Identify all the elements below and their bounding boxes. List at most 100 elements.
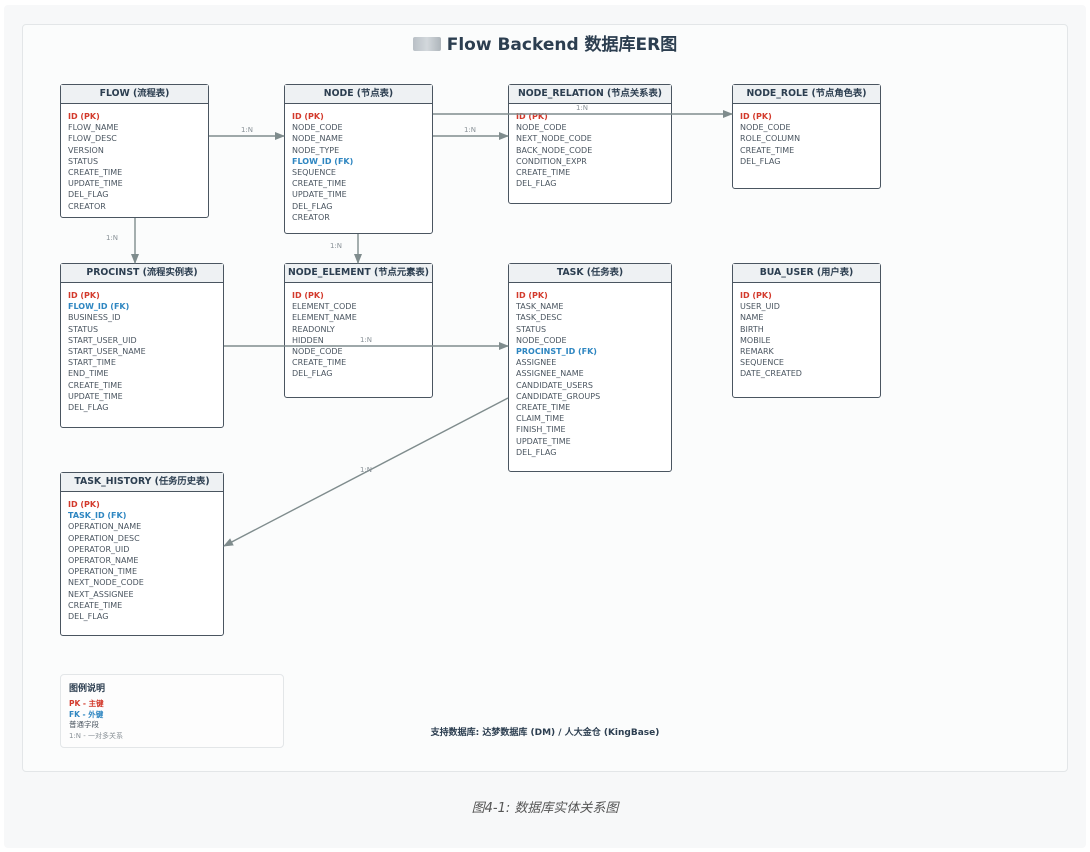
entity-field: DEL_FLAG <box>292 201 333 211</box>
entity-field: STATUS <box>68 324 99 334</box>
legend-relation: 1:N - 一对多关系 <box>69 731 124 740</box>
primary-key-field: ID (PK) <box>292 291 324 300</box>
entity-field: NEXT_NODE_CODE <box>516 134 592 144</box>
entity-field: CREATE_TIME <box>516 168 571 178</box>
entity-field: READONLY <box>292 324 335 334</box>
entity-field: CREATE_TIME <box>516 403 571 413</box>
entity-title: NODE (节点表) <box>285 85 432 104</box>
entity-field: NODE_NAME <box>292 134 343 144</box>
diagram-title: Flow Backend 数据库ER图 <box>0 30 1090 55</box>
entity-field: START_TIME <box>68 358 116 368</box>
entity-field: UPDATE_TIME <box>516 436 571 446</box>
entity-field: STATUS <box>68 156 99 166</box>
database-icon <box>412 37 441 51</box>
entity-field: VERSION <box>68 145 104 155</box>
entity-field: END_TIME <box>68 369 109 379</box>
entity-field: CREATOR <box>292 212 330 222</box>
database-support-note: 支持数据库: 达梦数据库 (DM) / 人大金仓 (KingBase) <box>430 728 660 738</box>
entity-field: OPERATOR_NAME <box>68 556 139 566</box>
primary-key-field: ID (PK) <box>68 291 100 300</box>
primary-key-field: ID (PK) <box>516 291 548 300</box>
foreign-key-field: FLOW_ID (FK) <box>68 302 130 312</box>
entity-field: DEL_FLAG <box>516 179 557 189</box>
primary-key-field: ID (PK) <box>740 112 772 121</box>
entity-field: MOBILE <box>740 335 771 345</box>
entity-title: TASK (任务表) <box>509 264 671 283</box>
entity-title: TASK_HISTORY (任务历史表) <box>61 473 223 492</box>
entity-field: ELEMENT_NAME <box>292 313 357 323</box>
primary-key-field: ID (PK) <box>68 500 100 509</box>
entity-field: CREATE_TIME <box>740 145 795 155</box>
entity-field: ASSIGNEE_NAME <box>516 369 584 379</box>
entity-field: TASK_NAME <box>516 302 564 312</box>
entity-field: BIRTH <box>740 324 764 334</box>
entity-title: NODE_ELEMENT (节点元素表) <box>285 264 432 283</box>
entity-field: NODE_CODE <box>740 123 791 133</box>
entity-field: DEL_FLAG <box>292 369 333 379</box>
entity-field: CANDIDATE_USERS <box>516 380 593 390</box>
legend-normal: 普通字段 <box>69 720 99 729</box>
entity-title: PROCINST (流程实例表) <box>61 264 223 283</box>
legend-title: 图例说明 <box>69 684 106 694</box>
foreign-key-field: TASK_ID (FK) <box>68 511 127 521</box>
entity-field: DEL_FLAG <box>68 403 109 413</box>
entity-field: CREATE_TIME <box>292 179 347 189</box>
entity-field: USER_UID <box>740 302 780 312</box>
legend-pk: PK - 主键 <box>69 699 104 708</box>
entity-field: UPDATE_TIME <box>292 190 347 200</box>
foreign-key-field: FLOW_ID (FK) <box>292 156 354 166</box>
entity-field: NODE_CODE <box>292 347 343 357</box>
entity-field: DEL_FLAG <box>740 156 781 166</box>
entity-field: NODE_CODE <box>516 335 567 345</box>
entity-field: CANDIDATE_GROUPS <box>516 391 601 401</box>
entity-field: NEXT_NODE_CODE <box>68 578 144 588</box>
entity-field: DEL_FLAG <box>68 612 109 622</box>
entity-field: OPERATION_NAME <box>68 522 142 532</box>
primary-key-field: ID (PK) <box>740 291 772 300</box>
entity-field: UPDATE_TIME <box>68 179 123 189</box>
legend: 图例说明 PK - 主键 FK - 外键 普通字段 1:N - 一对多关系 <box>60 674 284 748</box>
entity-field: ELEMENT_CODE <box>292 302 357 312</box>
diagram-title-text: Flow Backend 数据库ER图 <box>446 35 678 55</box>
entity-field: CREATE_TIME <box>68 168 123 178</box>
primary-key-field: ID (PK) <box>68 112 100 121</box>
entity-task-history: TASK_HISTORY (任务历史表)ID (PK)TASK_ID (FK)O… <box>60 472 224 636</box>
entity-field: ROLE_COLUMN <box>740 134 801 144</box>
entity-field: SEQUENCE <box>292 168 336 178</box>
primary-key-field: ID (PK) <box>292 112 324 121</box>
entity-field: CREATE_TIME <box>68 380 123 390</box>
entity-field: FLOW_DESC <box>68 134 117 144</box>
entity-field: NODE_TYPE <box>292 145 340 155</box>
entity-title: BUA_USER (用户表) <box>733 264 880 283</box>
entity-field: TASK_DESC <box>516 313 562 323</box>
entity-title: FLOW (流程表) <box>61 85 208 104</box>
entity-procinst: PROCINST (流程实例表)ID (PK)FLOW_ID (FK)BUSIN… <box>60 263 224 428</box>
entity-field: STATUS <box>516 324 547 334</box>
entity-field: NEXT_ASSIGNEE <box>68 589 134 599</box>
entity-field: NODE_CODE <box>516 123 567 133</box>
entity-title: NODE_RELATION (节点关系表) <box>509 85 671 104</box>
entity-field: CLAIM_TIME <box>516 414 565 424</box>
entity-field: FLOW_NAME <box>68 123 119 133</box>
entity-field: START_USER_UID <box>68 335 137 345</box>
legend-fk: FK - 外键 <box>69 709 104 719</box>
primary-key-field: ID (PK) <box>516 112 548 121</box>
entity-field: CONDITION_EXPR <box>516 156 587 166</box>
entity-field: NAME <box>740 313 764 323</box>
entity-title: NODE_ROLE (节点角色表) <box>733 85 880 104</box>
entity-field: DATE_CREATED <box>740 369 802 379</box>
entity-field: DEL_FLAG <box>68 190 109 200</box>
